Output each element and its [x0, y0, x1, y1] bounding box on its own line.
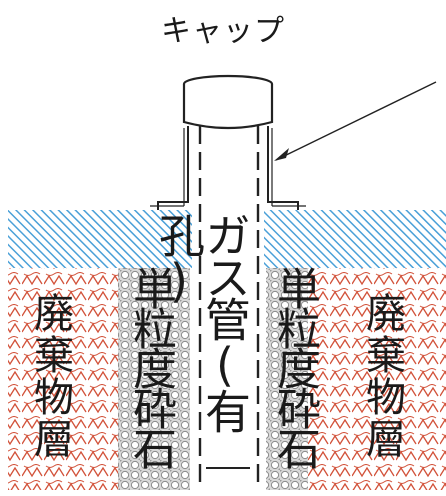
- pointer-arrow: [275, 81, 437, 161]
- gas-pipe-body: [192, 118, 264, 490]
- gravel-left-label: 単粒度砕石: [125, 266, 176, 466]
- gravel-fill-right: [266, 268, 308, 490]
- waste-layer-left-label: 廃棄物層: [27, 292, 73, 460]
- cap-label: キャップ: [161, 14, 285, 49]
- waste-layer-right: [338, 268, 446, 490]
- waste-layer-left: [8, 268, 118, 490]
- cap-body: [182, 84, 274, 130]
- gravel-right-label: 単粒度砕石: [269, 266, 320, 466]
- waste-layer-right-label: 廃棄物層: [359, 292, 405, 460]
- gas-pipe-label: ガス管(有孔): [152, 212, 252, 430]
- waste-layer-right-inner: [308, 268, 338, 490]
- gravel-fill-left: [118, 268, 190, 490]
